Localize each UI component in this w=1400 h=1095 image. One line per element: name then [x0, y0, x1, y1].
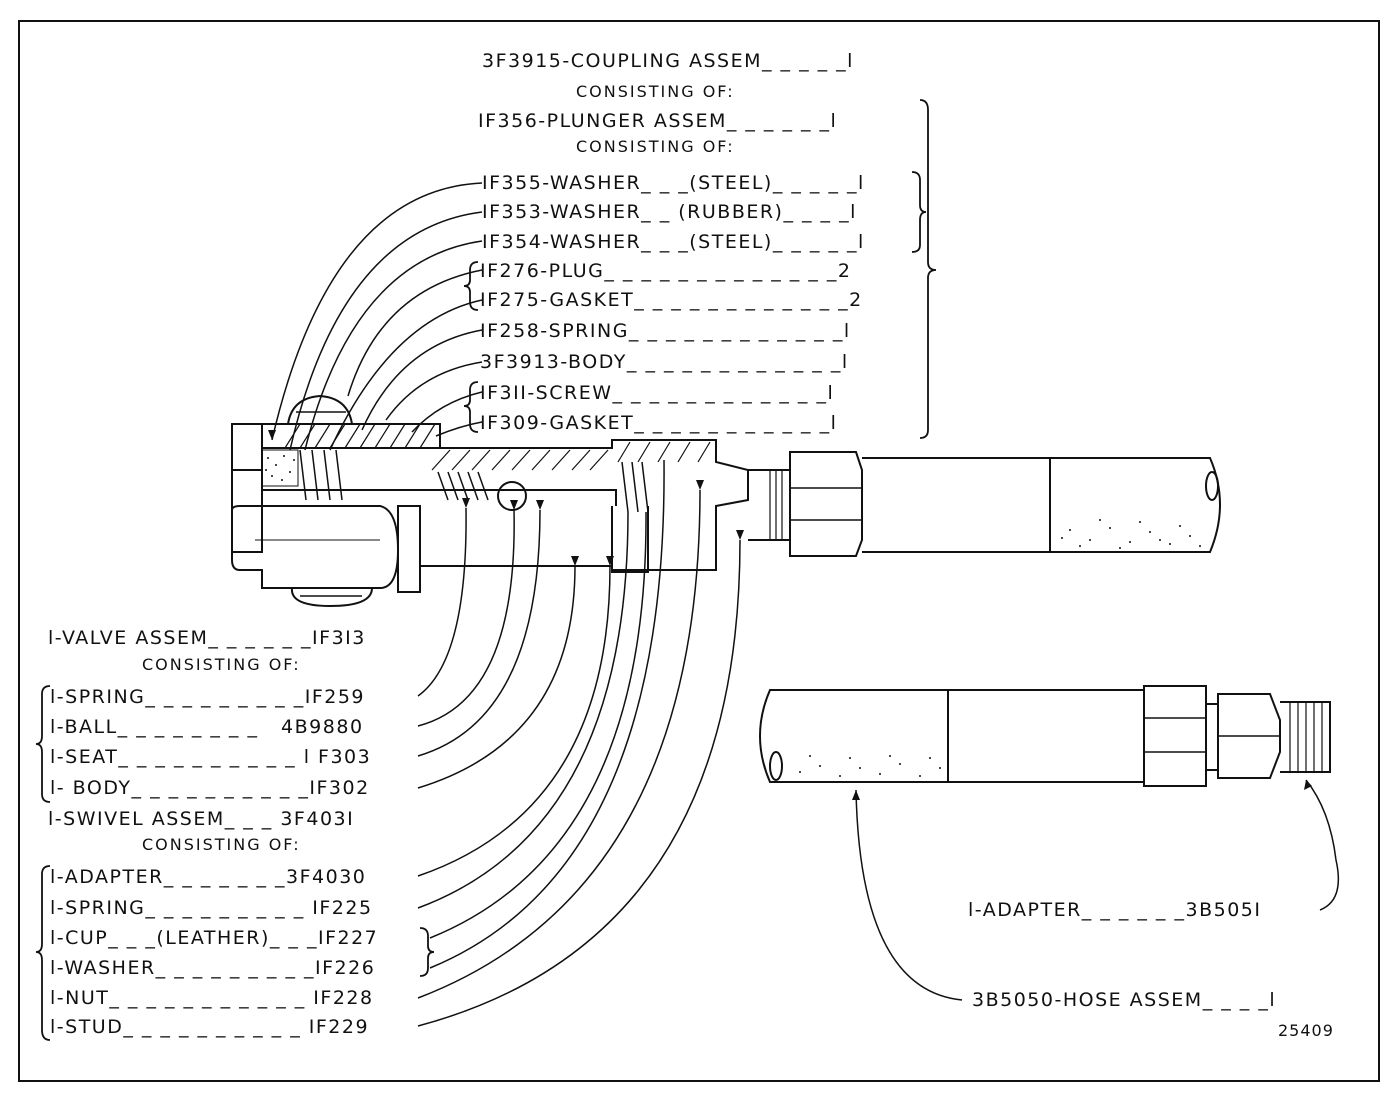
part-label: l- BODY_ _ _ _ _ _ _ _ _ _IF302: [50, 777, 370, 799]
part-label: IF354-WASHER_ _ _(STEEL)_ _ _ _ _l: [482, 231, 865, 253]
part-label: l-SEAT_ _ _ _ _ _ _ _ _ _ l F303: [50, 746, 372, 768]
part-label: l-BALL_ _ _ _ _ _ _ _ 4B9880: [50, 716, 364, 738]
swivel-assem-label: l-SWIVEL ASSEM_ _ _ 3F403I: [48, 808, 355, 830]
leader-lines: [271, 182, 1340, 1027]
hose-adapter-label: l-ADAPTER_ _ _ _ _ _3B505I: [968, 899, 1262, 921]
coupling-consisting-label: CONSISTING OF:: [576, 82, 735, 101]
figure-number: 25409: [1278, 1021, 1334, 1040]
part-label: IF3II-SCREW_ _ _ _ _ _ _ _ _ _ _ _l: [480, 382, 835, 404]
part-label: IF258-SPRING_ _ _ _ _ _ _ _ _ _ _ _l: [480, 320, 851, 342]
braces: [35, 99, 937, 1041]
part-label: 3F3913-BODY_ _ _ _ _ _ _ _ _ _ _ _l: [480, 351, 849, 373]
gasket-stipple: [265, 455, 295, 481]
part-label: IF275-GASKET_ _ _ _ _ _ _ _ _ _ _ _2: [480, 289, 863, 311]
part-label: IF276-PLUG_ _ _ _ _ _ _ _ _ _ _ _ _2: [480, 260, 852, 282]
hose-assembly-drawing: [759, 685, 1331, 787]
part-label: IF353-WASHER_ _ (RUBBER)_ _ _ _l: [482, 201, 857, 223]
arrowheads: [268, 430, 1312, 800]
plunger-consisting-label: CONSISTING OF:: [576, 137, 735, 156]
valve-consisting-label: CONSISTING OF:: [142, 655, 301, 674]
part-label: l-CUP_ _ _(LEATHER)_ _ _IF227: [50, 927, 379, 949]
swivel-consisting-label: CONSISTING OF:: [142, 835, 301, 854]
part-label: l-WASHER_ _ _ _ _ _ _ _ _IF226: [50, 957, 376, 979]
hose-stipple: [1061, 519, 1201, 549]
coupling-assem-label: 3F3915-COUPLING ASSEM_ _ _ _ _l: [482, 50, 854, 72]
plunger-assem-label: IF356-PLUNGER ASSEM_ _ _ _ _ _l: [478, 110, 838, 132]
part-label: l-SPRING_ _ _ _ _ _ _ _ _IF259: [50, 686, 366, 708]
part-label: l-ADAPTER_ _ _ _ _ _ _3F4030: [50, 866, 367, 888]
part-label: l-NUT_ _ _ _ _ _ _ _ _ _ _ IF228: [50, 987, 374, 1009]
valve-assem-label: l-VALVE ASSEM_ _ _ _ _ _IF3I3: [48, 627, 366, 649]
part-label: l-SPRING_ _ _ _ _ _ _ _ _ IF225: [50, 897, 373, 919]
part-label: IF355-WASHER_ _ _(STEEL)_ _ _ _ _l: [482, 172, 865, 194]
hose-assem-label: 3B5050-HOSE ASSEM_ _ _ _l: [972, 989, 1277, 1011]
coupling-assembly-drawing: [231, 394, 1221, 608]
part-label: l-STUD_ _ _ _ _ _ _ _ _ _ IF229: [50, 1016, 370, 1038]
figure-frame: [18, 20, 1380, 1082]
hose-right-stipple: [799, 755, 941, 777]
part-label: IF309-GASKET_ _ _ _ _ _ _ _ _ _ _l: [480, 412, 838, 434]
